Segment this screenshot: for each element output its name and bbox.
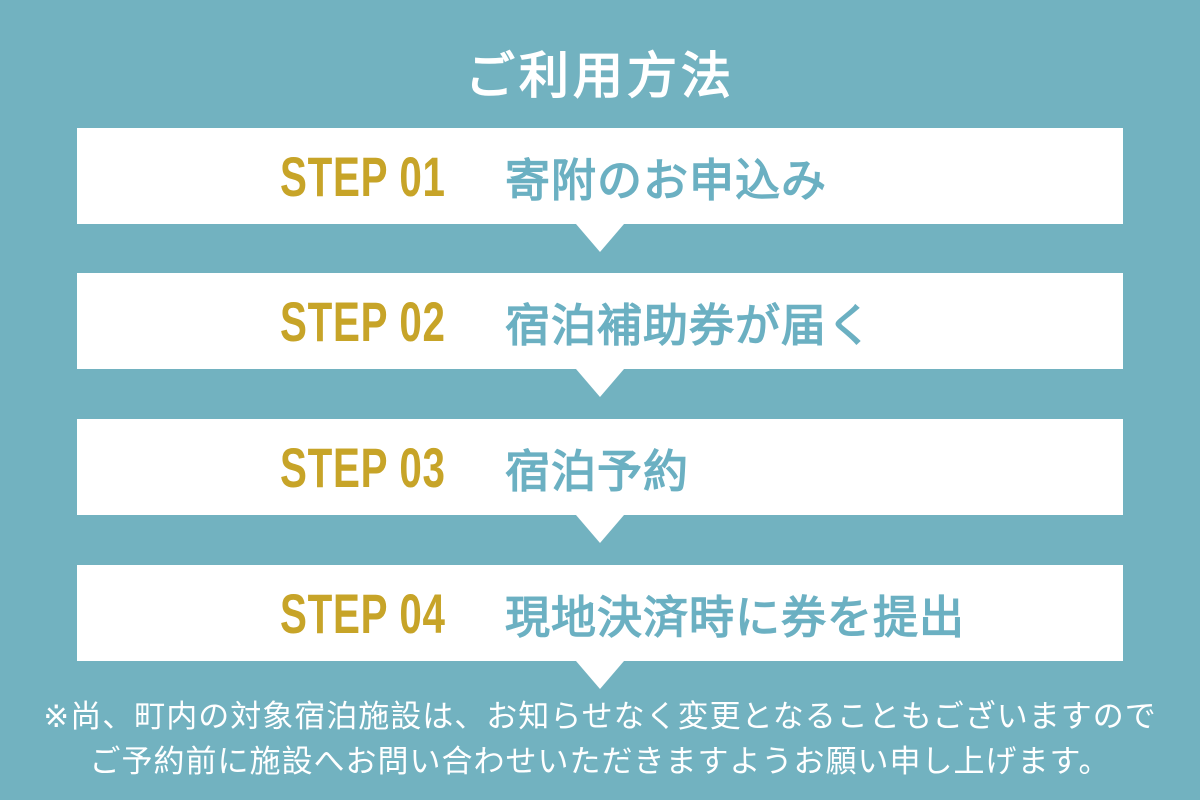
step-2-label: STEP 02	[280, 289, 446, 353]
page-title: ご利用方法	[465, 48, 735, 104]
step-4-label: STEP 04	[280, 581, 446, 645]
step-2-bar: STEP 02 宿泊補助券が届く	[77, 273, 1123, 397]
footer-note-line-2: ご予約前に施設へお問い合わせいただきますようお願い申し上げます。	[89, 744, 1111, 779]
down-arrow-icon	[576, 661, 624, 689]
footer-note: ※尚、町内の対象宿泊施設は、お知らせなく変更となることもございますので ご予約前…	[0, 694, 1200, 784]
step-3-label: STEP 03	[280, 435, 446, 499]
footer-note-line-1: ※尚、町内の対象宿泊施設は、お知らせなく変更となることもございますので	[43, 699, 1157, 734]
down-arrow-icon	[576, 369, 624, 397]
step-4-bar: STEP 04 現地決済時に券を提出	[77, 565, 1123, 689]
step-1-label: STEP 01	[280, 144, 446, 208]
step-3-text: 宿泊予約	[505, 445, 690, 497]
step-2-text: 宿泊補助券が届く	[505, 299, 874, 351]
step-3-bar: STEP 03 宿泊予約	[77, 419, 1123, 543]
down-arrow-icon	[576, 515, 624, 543]
down-arrow-icon	[576, 224, 624, 252]
step-1-bar: STEP 01 寄附のお申込み	[77, 128, 1123, 252]
step-1-text: 寄附のお申込み	[505, 154, 828, 206]
step-4-text: 現地決済時に券を提出	[505, 591, 966, 643]
